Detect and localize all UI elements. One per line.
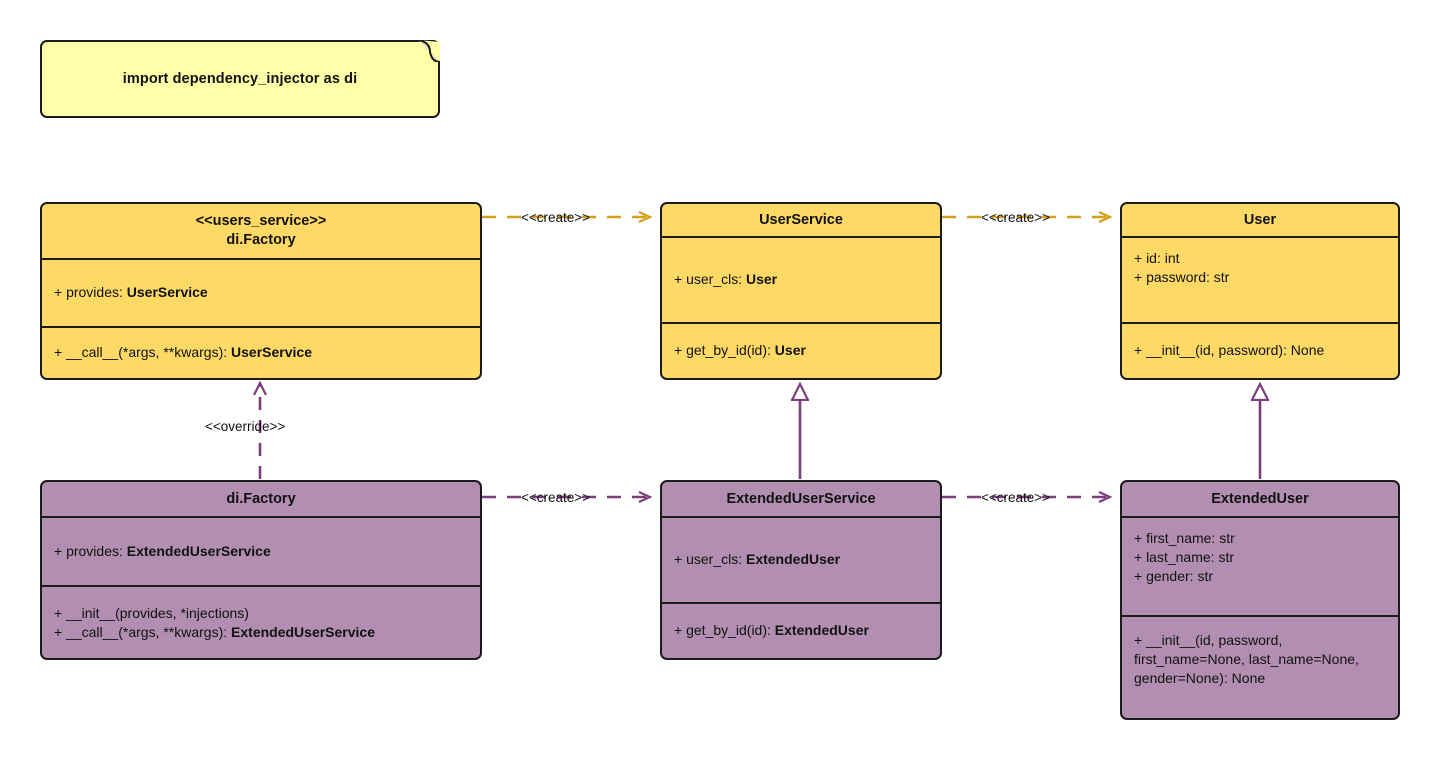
class-header: ExtendedUserService <box>662 482 940 516</box>
class-member: + __init__(id, password): None <box>1134 342 1325 359</box>
edge-label-override: <<override>> <box>205 419 286 434</box>
class-member: + last_name: str <box>1134 549 1234 565</box>
member-type: ExtendedUser <box>745 551 841 568</box>
class-member: + gender: str <box>1134 568 1213 584</box>
member-type: User <box>774 342 806 359</box>
class-member: + id: int <box>1134 250 1180 266</box>
class-title: UserService <box>759 211 843 228</box>
class-header: di.Factory <box>42 482 480 516</box>
member-text: + user_cls: <box>674 551 746 568</box>
class-user[interactable]: User + id: int + password: str + __init_… <box>1120 202 1400 380</box>
class-di-factory[interactable]: di.Factory + provides: ExtendedUserServi… <box>40 480 482 660</box>
edge-label-create-bottom-right: <<create>> <box>981 490 1051 505</box>
member-text: + get_by_id(id): <box>674 622 775 639</box>
member-text: + get_by_id(id): <box>674 342 775 359</box>
class-methods: + get_by_id(id): ExtendedUser <box>662 601 940 659</box>
class-attributes: + user_cls: ExtendedUser <box>662 516 940 602</box>
class-member: + __init__(provides, *injections) <box>54 604 249 621</box>
edge-label-create-top-left: <<create>> <box>521 210 591 225</box>
class-member: + user_cls: User <box>674 270 929 289</box>
class-user-service[interactable]: UserService + user_cls: User + get_by_id… <box>660 202 942 380</box>
member-text: + user_cls: <box>674 271 746 288</box>
member-type: ExtendedUser <box>774 622 869 639</box>
class-member: + __call__(*args, **kwargs): ExtendedUse… <box>54 623 469 642</box>
note-import: import dependency_injector as di <box>40 40 440 118</box>
note-fold-icon <box>418 40 440 62</box>
class-member: + first_name: str <box>1134 530 1235 546</box>
member-type: UserService <box>231 344 312 361</box>
class-member: + __call__(*args, **kwargs): UserService <box>54 343 469 362</box>
class-stereotype: <<users_service>> <box>195 213 327 229</box>
class-member: + provides: UserService <box>54 283 469 302</box>
class-member: + provides: ExtendedUserService <box>54 542 469 561</box>
member-type: UserService <box>126 284 208 301</box>
class-attributes: + provides: ExtendedUserService <box>42 516 480 585</box>
member-type: ExtendedUserService <box>231 623 375 640</box>
class-attributes: + user_cls: User <box>662 236 940 322</box>
class-title: User <box>1243 211 1277 228</box>
class-member: + __init__(id, password, first_name=None… <box>1134 632 1359 686</box>
note-text: import dependency_injector as di <box>122 71 358 87</box>
class-member: + get_by_id(id): User <box>674 341 929 360</box>
edge-label-create-top-right: <<create>> <box>981 210 1051 225</box>
member-text: + provides: <box>54 543 127 559</box>
class-header: User <box>1122 204 1398 236</box>
class-methods: + __call__(*args, **kwargs): UserService <box>42 325 480 379</box>
class-title: di.Factory <box>226 490 296 507</box>
member-type: User <box>745 271 778 288</box>
class-methods: + get_by_id(id): User <box>662 321 940 379</box>
class-users-service-factory[interactable]: <<users_service>> di.Factory + provides:… <box>40 202 482 380</box>
class-methods: + __init__(id, password): None <box>1122 321 1398 379</box>
class-methods: + __init__(id, password, first_name=None… <box>1122 615 1398 718</box>
edge-label-create-bottom-left: <<create>> <box>521 490 591 505</box>
class-title: ExtendedUser <box>1211 490 1309 507</box>
class-methods: + __init__(provides, *injections) + __ca… <box>42 585 480 658</box>
class-attributes: + id: int + password: str <box>1122 236 1398 322</box>
class-member: + get_by_id(id): ExtendedUser <box>674 621 929 640</box>
class-member: + user_cls: ExtendedUser <box>674 550 929 569</box>
class-member: + password: str <box>1134 269 1230 285</box>
member-text: + __call__(*args, **kwargs): <box>54 623 232 640</box>
member-text: + provides: <box>54 284 127 301</box>
class-extended-user[interactable]: ExtendedUser + first_name: str + last_na… <box>1120 480 1400 720</box>
class-attributes: + provides: UserService <box>42 258 480 326</box>
member-type: ExtendedUserService <box>126 543 271 559</box>
class-header: UserService <box>662 204 940 236</box>
class-title: di.Factory <box>226 232 296 248</box>
member-text: + __call__(*args, **kwargs): <box>54 344 232 361</box>
class-header: <<users_service>> di.Factory <box>42 204 480 258</box>
class-attributes: + first_name: str + last_name: str + gen… <box>1122 516 1398 615</box>
class-header: ExtendedUser <box>1122 482 1398 516</box>
class-extended-user-service[interactable]: ExtendedUserService + user_cls: Extended… <box>660 480 942 660</box>
class-title: ExtendedUserService <box>726 490 876 507</box>
